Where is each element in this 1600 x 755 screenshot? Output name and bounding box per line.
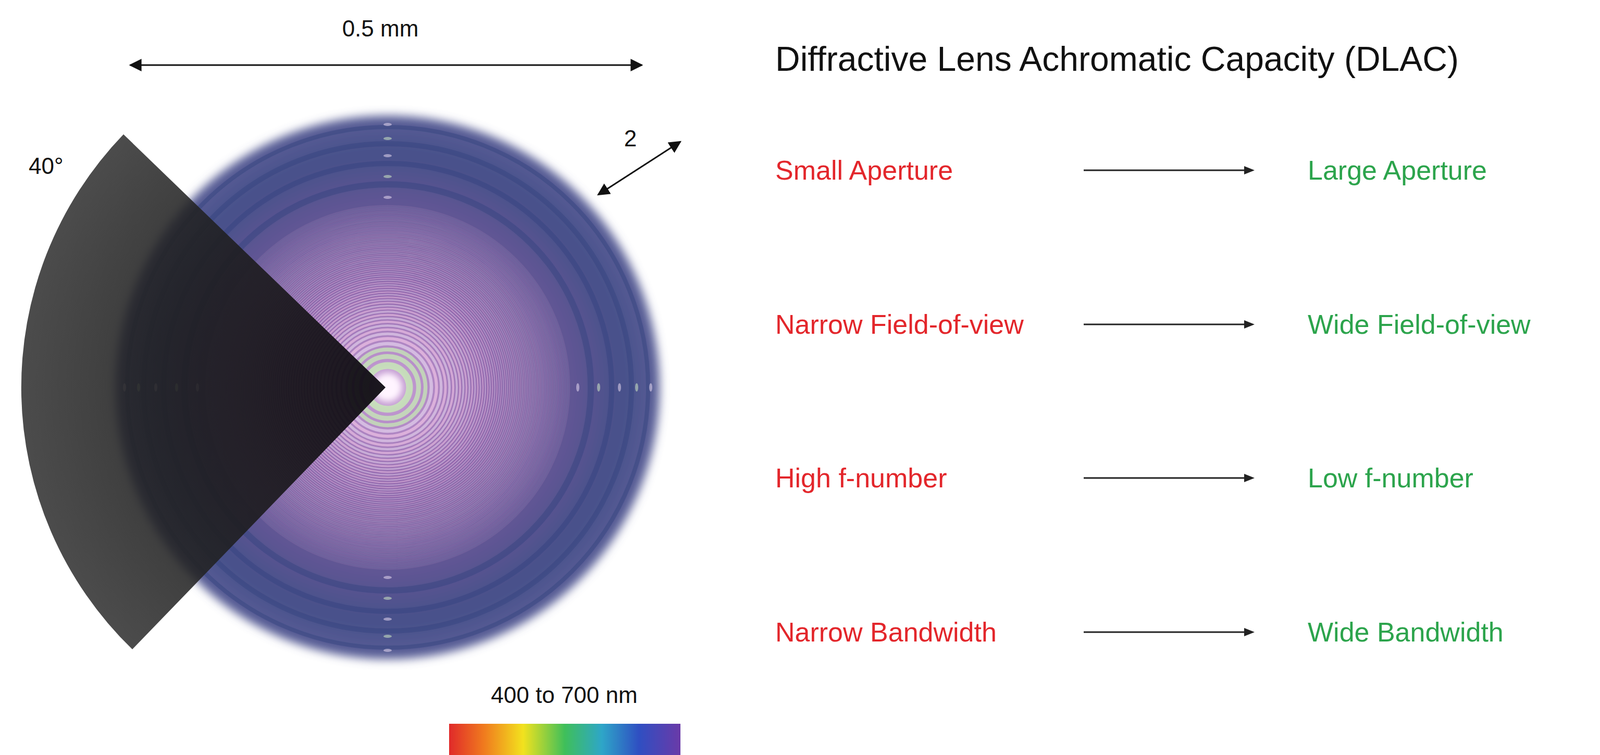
dimension-label: 2 <box>624 125 637 153</box>
wavelength-label: 400 to 700 nm <box>490 682 638 710</box>
item-text: Narrow Field-of-view <box>775 309 1024 341</box>
item-text: Large Aperture <box>1307 155 1487 187</box>
item-text: Wide Field-of-view <box>1307 309 1531 341</box>
arrow-connector <box>1083 320 1255 329</box>
capability-item: Large Aperture <box>1266 154 1487 187</box>
dimension-label: 0.5 mm <box>342 15 419 43</box>
arrow-connector <box>1083 628 1255 637</box>
item-text: Small Aperture <box>775 155 953 187</box>
item-text: High f-number <box>775 463 947 495</box>
capability-item: Low f-number <box>1266 462 1474 495</box>
arrow-connector <box>1083 474 1255 483</box>
capability-item: Wide Bandwidth <box>1266 616 1504 649</box>
limitation-item: Narrow Bandwidth <box>775 616 1073 649</box>
capability-item: Wide Field-of-view <box>1266 308 1531 341</box>
arrow-connector <box>1083 166 1255 175</box>
limitation-item: Narrow Field-of-view <box>775 308 1073 341</box>
item-text: Low f-number <box>1307 463 1474 495</box>
dimension-arrow <box>130 64 642 67</box>
diagram-title: Diffractive Lens Achromatic Capacity (DL… <box>775 39 1459 80</box>
limitation-item: Small Aperture <box>775 154 1073 187</box>
dimension-arrow <box>598 141 681 195</box>
field-of-view-wedge <box>21 134 386 650</box>
limitation-item: High f-number <box>775 462 1073 495</box>
item-text: Wide Bandwidth <box>1307 617 1504 649</box>
item-text: Narrow Bandwidth <box>775 617 997 649</box>
spectrum-bar <box>449 724 681 755</box>
angle-label: 40° <box>28 153 64 180</box>
